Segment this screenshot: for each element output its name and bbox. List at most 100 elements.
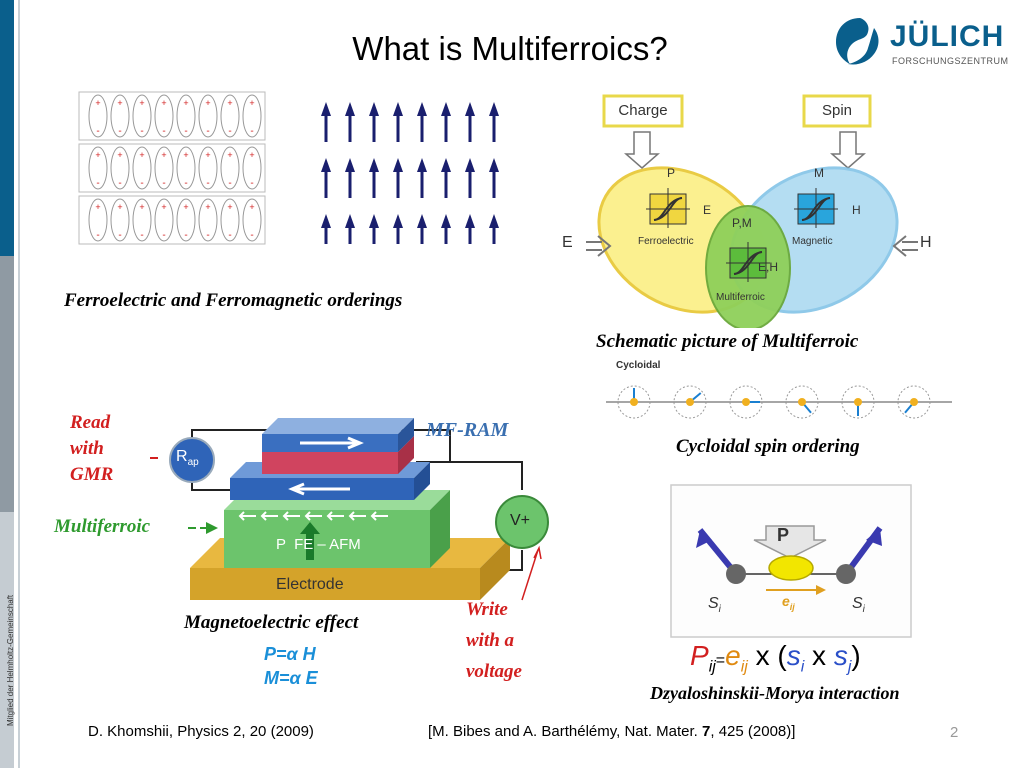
write-line-2: with a <box>466 630 515 651</box>
e-field-arrow-icon <box>586 235 612 257</box>
formula-eq: = <box>715 652 726 669</box>
dipole-plus-sign: + <box>227 98 232 108</box>
dm-formula: Pij=eij x (si x sj) <box>690 640 861 677</box>
multiferroic-pointer-arrow-icon <box>188 522 218 534</box>
dipole-minus-sign: - <box>96 230 99 241</box>
dipole-minus-sign: - <box>118 178 121 189</box>
dipole-minus-sign: - <box>162 178 165 189</box>
dm-interaction-diagram <box>670 484 912 638</box>
dipole-minus-sign: - <box>206 126 209 137</box>
dipole-minus-sign: - <box>140 178 143 189</box>
afm-arrows-icon <box>238 511 388 521</box>
juelich-logo-icon <box>836 18 879 65</box>
electrode-label: Electrode <box>276 576 344 593</box>
dipole-minus-sign: - <box>206 230 209 241</box>
h-field-arrow-icon <box>892 235 918 257</box>
sidebar-band-gray <box>0 256 14 512</box>
dipole-plus-sign: + <box>139 98 144 108</box>
write-with-voltage-label: Write with a voltage <box>466 594 522 687</box>
slide-title: What is Multiferroics? <box>352 30 668 67</box>
rap-label: Rap <box>176 448 199 468</box>
polarization-arrow-icon <box>300 522 320 560</box>
write-line-1: Write <box>466 599 508 620</box>
spin-label: Spin <box>821 102 853 119</box>
dipole-plus-sign: + <box>205 202 210 212</box>
dipole-minus-sign: - <box>140 230 143 241</box>
h-field-right-label: H <box>920 234 932 251</box>
multiferroic-pointer-text: Multiferroic <box>54 516 151 537</box>
voltage-source-icon <box>495 495 549 549</box>
ferroelectric-label: Ferroelectric <box>638 236 694 247</box>
p-down-arrow-icon <box>753 525 827 559</box>
mf-ram-label: MF-RAM <box>426 419 509 441</box>
juelich-logo: JÜLICH FORSCHUNGSZENTRUM <box>832 14 1008 74</box>
dipole-minus-sign: - <box>184 230 187 241</box>
dipole-minus-sign: - <box>228 230 231 241</box>
dm-sj-main: S <box>852 595 863 612</box>
dm-eij-main: e <box>782 593 790 609</box>
dipole-plus-sign: + <box>205 150 210 160</box>
dm-si-sub: i <box>718 604 721 616</box>
magnetic-label: Magnetic <box>792 236 833 247</box>
dipole-minus-sign: - <box>118 230 121 241</box>
dipole-minus-sign: - <box>162 126 165 137</box>
formula-x2: x <box>804 640 834 671</box>
magnetoelectric-caption: Magnetoelectric effect <box>184 612 359 633</box>
dipole-minus-sign: - <box>228 126 231 137</box>
dipole-minus-sign: - <box>184 126 187 137</box>
dm-si-label: Si <box>708 595 721 615</box>
cycloid-site <box>841 385 875 419</box>
dipole-minus-sign: - <box>162 230 165 241</box>
dipole-minus-sign: - <box>118 126 121 137</box>
cycloidal-spin-diagram <box>606 385 952 419</box>
cycloid-site <box>673 385 707 419</box>
e-field-left-label: E <box>562 234 573 251</box>
schematic-e-label: E <box>703 203 712 217</box>
vplus-label: V+ <box>510 512 531 529</box>
equation-m: M=α E <box>264 668 318 688</box>
mf-ram-device-diagram <box>150 418 549 601</box>
schematic-m-label: M <box>814 166 824 180</box>
sidebar-rule <box>18 0 20 768</box>
logo-sub: FORSCHUNGSZENTRUM <box>892 56 1009 66</box>
dipole-plus-sign: + <box>249 98 254 108</box>
magnetic-hysteresis-icon <box>794 188 838 228</box>
dipole-plus-sign: + <box>95 98 100 108</box>
ferroelectric-hysteresis-icon <box>646 188 690 228</box>
formula-s1: s <box>786 640 801 671</box>
dipole-minus-sign: - <box>140 126 143 137</box>
formula-close: ) <box>851 640 861 671</box>
spin-down-arrow-icon <box>830 131 866 169</box>
reference-khomskii: D. Khomshii, Physics 2, 20 (2009) <box>88 723 314 740</box>
dipole-plus-sign: + <box>139 202 144 212</box>
dipole-plus-sign: + <box>183 202 188 212</box>
rap-label-main: R <box>176 448 188 465</box>
top-layer-arrow-icon <box>300 436 364 450</box>
sidebar-band-blue <box>0 0 14 256</box>
dipole-plus-sign: + <box>227 150 232 160</box>
dipole-plus-sign: + <box>183 98 188 108</box>
schematic-caption: Schematic picture of Multiferroic <box>596 331 859 352</box>
read-line-3: GMR <box>70 464 114 485</box>
bottom-layer-arrow-icon <box>288 482 350 496</box>
formula-e: e <box>725 640 741 671</box>
multiferroic-label: Multiferroic <box>716 292 765 303</box>
charge-down-arrow-icon <box>624 131 660 169</box>
dipole-minus-sign: - <box>184 178 187 189</box>
dipole-plus-sign: + <box>249 150 254 160</box>
multiferroic-hysteresis-icon <box>726 242 770 282</box>
dipole-plus-sign: + <box>95 150 100 160</box>
dipole-plus-sign: + <box>95 202 100 212</box>
dipole-minus-sign: - <box>250 230 253 241</box>
rap-resistor-icon <box>169 437 215 483</box>
dipole-plus-sign: + <box>139 150 144 160</box>
dipole-plus-sign: + <box>161 202 166 212</box>
rap-label-sub: ap <box>187 457 199 469</box>
cycloidal-caption: Cycloidal spin ordering <box>676 436 860 457</box>
formula-p-sub: ij <box>708 658 716 676</box>
multiferroic-pointer-label: Multiferroic <box>54 516 150 538</box>
dipole-minus-sign: - <box>250 178 253 189</box>
ferroelectric-ordering-diagram: +-+-+-+-+-+-+-+-+-+-+-+-+-+-+-+-+-+-+-+-… <box>78 91 266 245</box>
dm-caption: Dzyaloshinskii-Morya interaction <box>650 683 900 703</box>
cycloidal-label: Cycloidal <box>616 360 661 371</box>
